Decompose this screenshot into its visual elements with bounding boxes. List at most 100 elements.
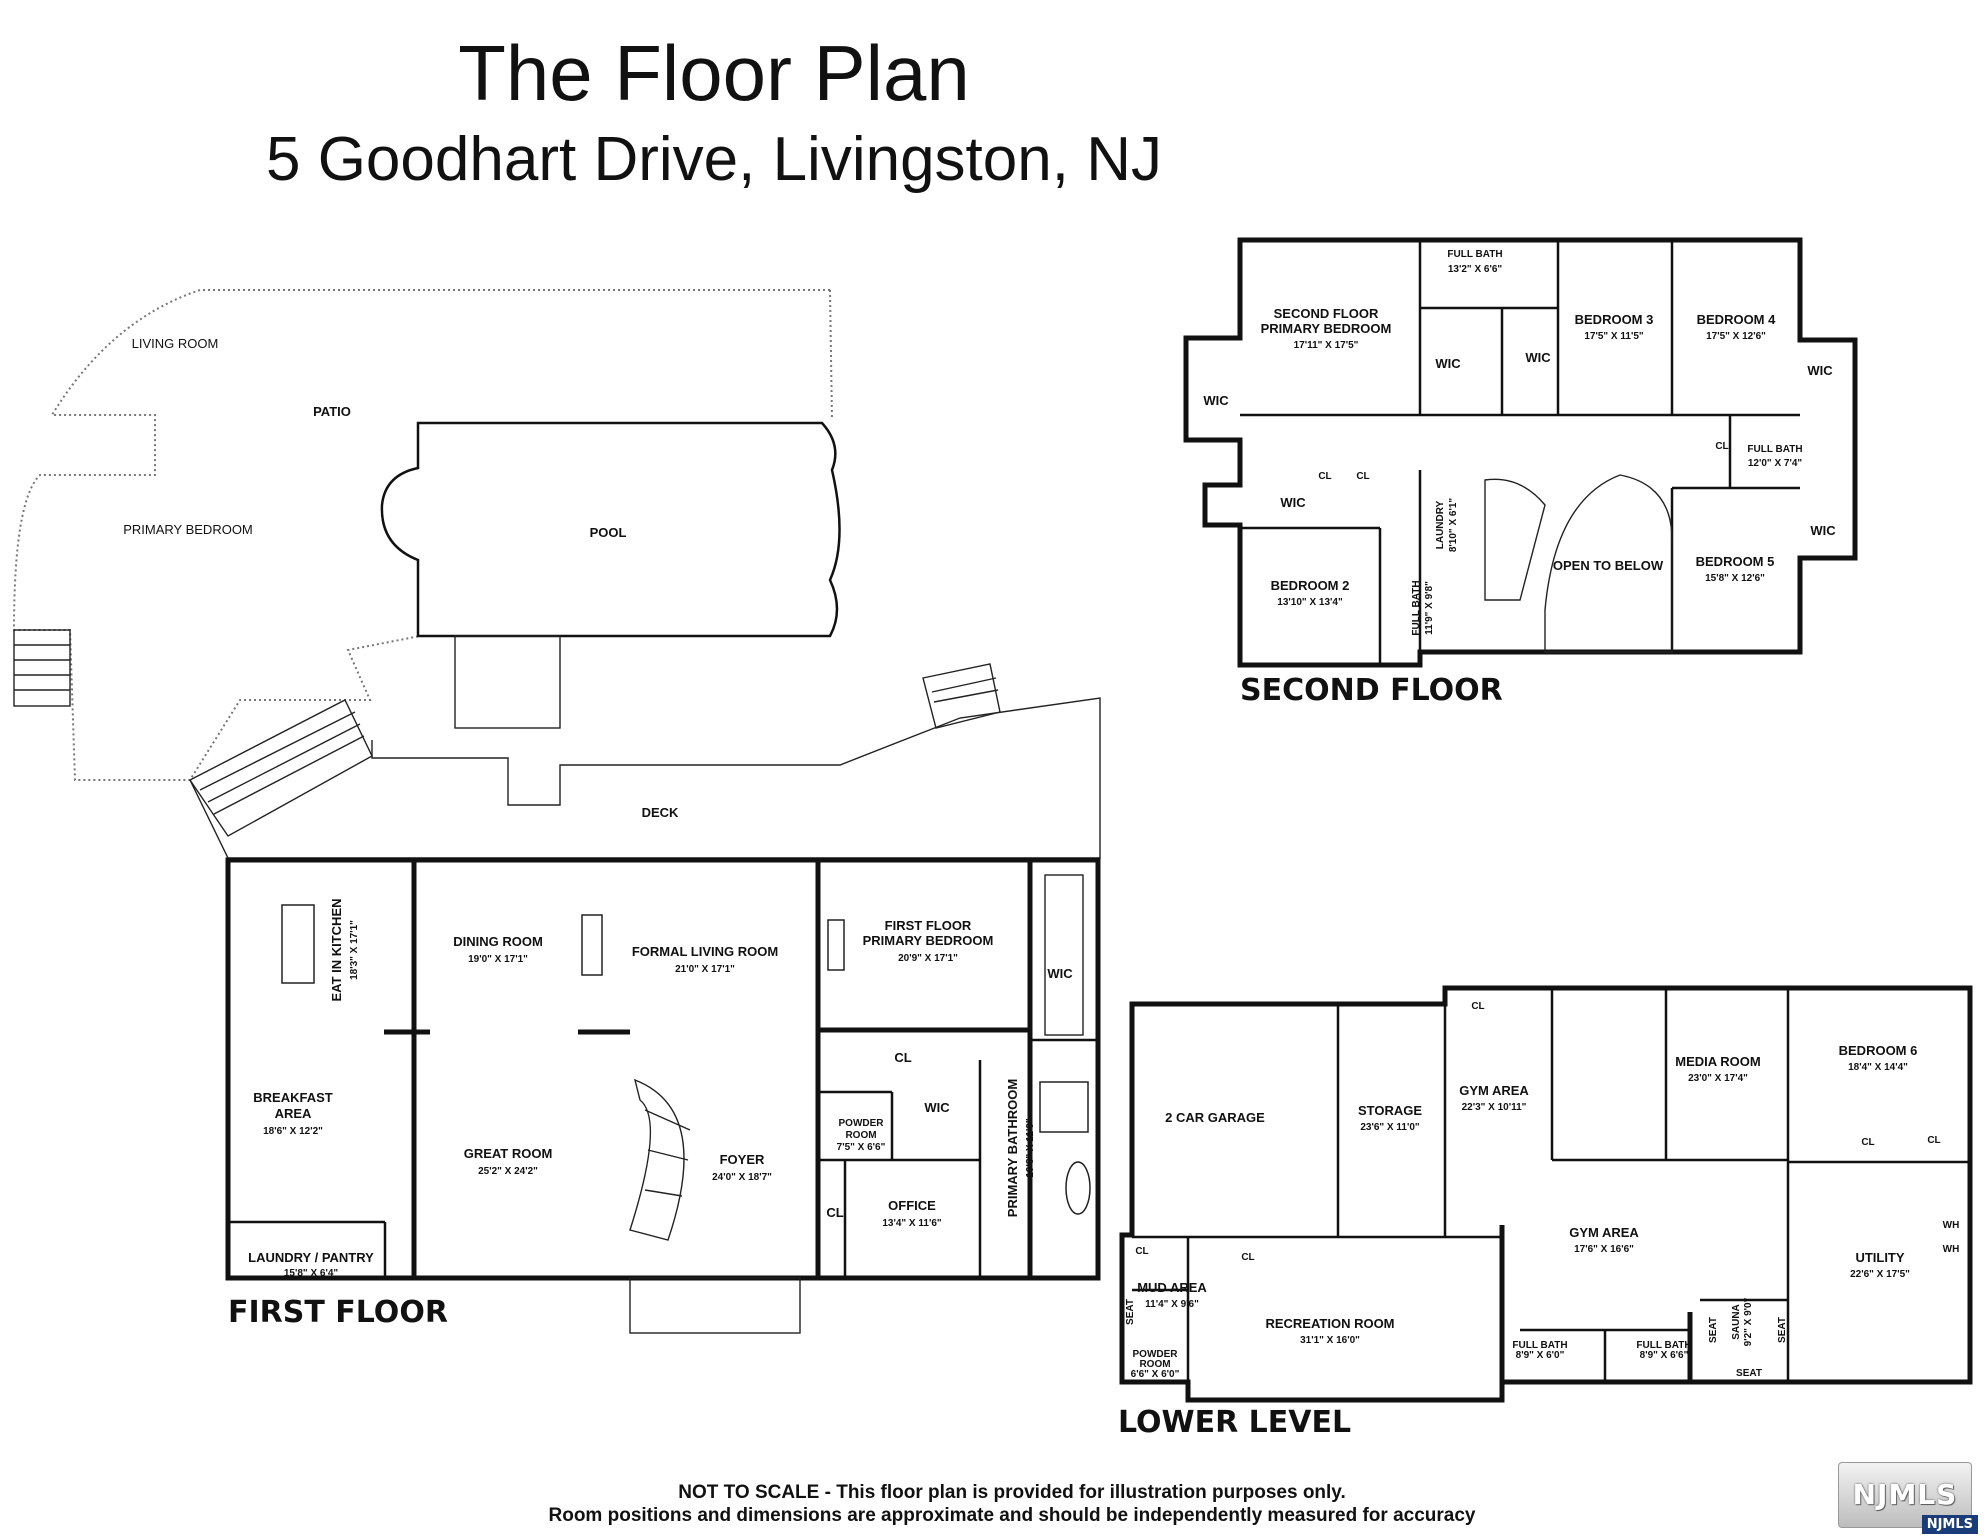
formal-living-room-label: FORMAL LIVING ROOM: [632, 944, 778, 959]
second-floor-cl-a: CL: [1318, 471, 1331, 482]
sauna-label: SAUNA: [1731, 1304, 1742, 1340]
second-floor-staircase: [1484, 478, 1546, 601]
bedroom-2-label: BEDROOM 2: [1271, 578, 1350, 593]
gym-area-2-label: GYM AREA: [1569, 1225, 1639, 1240]
sauna-seat-bottom-label: SEAT: [1736, 1368, 1762, 1379]
deck-stairs-left: [188, 699, 373, 837]
lower-full-bath-1-label: FULL BATH: [1512, 1340, 1567, 1351]
office-label: OFFICE: [888, 1198, 936, 1213]
bedroom-6-dim: 18'4" X 14'4": [1848, 1062, 1908, 1073]
full-bath-2-dim: 12'0" X 7'4": [1748, 458, 1803, 469]
second-floor-laundry-label: LAUNDRY: [1435, 500, 1446, 549]
second-floor-laundry-dim: 8'10" X 6'1": [1448, 498, 1459, 553]
gym-area-2-dim: 17'6" X 16'6": [1574, 1244, 1634, 1255]
njmls-logo-small: NJMLS: [1921, 1515, 1978, 1534]
primary-bathroom-label: PRIMARY BATHROOM: [1005, 1079, 1020, 1217]
lower-full-bath-2-dim: 8'9" X 6'6": [1640, 1350, 1689, 1361]
mud-seat-label: SEAT: [1125, 1299, 1136, 1325]
bedroom-3-label: BEDROOM 3: [1575, 312, 1654, 327]
first-floor-primary-label-2: PRIMARY BEDROOM: [863, 933, 994, 948]
lower-level-title: LOWER LEVEL: [1118, 1405, 1351, 1440]
page-title: The Floor Plan: [458, 29, 970, 117]
dining-room-label: DINING ROOM: [453, 934, 543, 949]
second-floor-plan: [1183, 237, 1858, 668]
first-floor-title: FIRST FLOOR: [228, 1295, 448, 1330]
dining-room-dim: 19'0" X 17'1": [468, 954, 528, 965]
patio-edge: [829, 289, 833, 421]
bedroom-5-dim: 15'8" X 12'6": [1705, 573, 1765, 584]
first-floor-primary-label-1: FIRST FLOOR: [885, 918, 972, 933]
great-room-label: GREAT ROOM: [464, 1146, 553, 1161]
first-floor-primary-dim: 20'9" X 17'1": [898, 953, 958, 964]
patio-stairs: [13, 629, 71, 707]
eat-in-kitchen-label: EAT IN KITCHEN: [329, 898, 344, 1001]
outdoor-living-room-label: LIVING ROOM: [132, 336, 219, 351]
lower-closet-e: CL: [1241, 1252, 1254, 1263]
lower-closet-b: CL: [1861, 1137, 1874, 1148]
office-dim: 13'4" X 11'6": [882, 1218, 942, 1229]
primary-bathroom-dim: 19'8" X 11'9": [1025, 1118, 1036, 1178]
second-floor-primary-dim: 17'11" X 17'5": [1294, 340, 1359, 351]
storage-dim: 23'6" X 11'0": [1360, 1122, 1420, 1133]
outdoor-primary-bedroom-label: PRIMARY BEDROOM: [123, 522, 253, 537]
disclaimer-line-1: NOT TO SCALE - This floor plan is provid…: [678, 1482, 1346, 1503]
gym-area-1-label: GYM AREA: [1459, 1083, 1529, 1098]
lower-closet-a: CL: [1471, 1001, 1484, 1012]
pool-outline: [380, 421, 841, 638]
foyer-staircase: [629, 1078, 685, 1241]
lower-full-bath-2-label: FULL BATH: [1636, 1340, 1691, 1351]
eat-in-kitchen-dim: 18'3" X 17'1": [349, 920, 360, 980]
first-floor-plan: [225, 857, 1101, 1334]
media-room-label: MEDIA ROOM: [1675, 1054, 1760, 1069]
njmls-logo: NJMLS NJMLS: [1838, 1462, 1978, 1534]
second-floor-wic-c: WIC: [1525, 350, 1551, 365]
laundry-pantry-label: LAUNDRY / PANTRY: [248, 1250, 374, 1265]
sauna-seat-left-label: SEAT: [1708, 1317, 1719, 1343]
first-floor-wic-label: WIC: [1047, 966, 1073, 981]
breakfast-area-label-1: BREAKFAST: [253, 1090, 333, 1105]
foyer-closet-label: CL: [826, 1205, 843, 1220]
second-floor-wic-e: WIC: [1280, 495, 1306, 510]
water-heater-2-label: WH: [1943, 1244, 1960, 1255]
laundry-pantry-dim: 15'8" X 6'4": [284, 1268, 339, 1279]
recreation-room-label: RECREATION ROOM: [1265, 1316, 1394, 1331]
bedroom-2-dim: 13'10" X 13'4": [1277, 597, 1343, 608]
breakfast-area-label-2: AREA: [275, 1106, 312, 1121]
full-bath-2-label: FULL BATH: [1747, 444, 1802, 455]
lower-closet-d: CL: [1135, 1246, 1148, 1257]
property-address: 5 Goodhart Drive, Livingston, NJ: [266, 125, 1162, 194]
second-floor-wic-d: WIC: [1807, 363, 1833, 378]
mud-area-dim: 11'4" X 9'6": [1145, 1299, 1199, 1310]
second-floor-cl-c: CL: [1715, 441, 1728, 452]
full-bath-1-dim: 13'2" X 6'6": [1448, 264, 1503, 275]
lower-powder-label-2: ROOM: [1139, 1359, 1170, 1370]
disclaimer-line-2: Room positions and dimensions are approx…: [549, 1505, 1476, 1526]
full-bath-3-label: FULL BATH: [1411, 580, 1422, 635]
first-floor-closet-label: CL: [894, 1050, 911, 1065]
breakfast-area-dim: 18'6" X 12'2": [263, 1126, 323, 1137]
full-bath-3-dim: 11'9" X 9'8": [1424, 581, 1435, 635]
garage-label: 2 CAR GARAGE: [1165, 1110, 1265, 1125]
powder-room-label-1: POWDER: [839, 1118, 885, 1129]
lower-level-plan: [1119, 985, 1973, 1403]
lower-full-bath-1-dim: 8'9" X 6'0": [1516, 1350, 1565, 1361]
utility-label: UTILITY: [1855, 1250, 1904, 1265]
bedroom-5-label: BEDROOM 5: [1696, 554, 1775, 569]
second-floor-wic-b: WIC: [1435, 356, 1461, 371]
open-to-below-curve: [1544, 474, 1673, 653]
recreation-room-dim: 31'1" X 16'0": [1300, 1335, 1360, 1346]
sauna-dim: 9'2" X 9'0": [1743, 1297, 1754, 1346]
second-floor-cl-b: CL: [1356, 471, 1369, 482]
sauna-seat-right-label: SEAT: [1777, 1317, 1788, 1343]
deck-label: DECK: [642, 805, 679, 820]
bedroom-6-label: BEDROOM 6: [1839, 1043, 1918, 1058]
media-room-dim: 23'0" X 17'4": [1688, 1073, 1748, 1084]
foyer-dim: 24'0" X 18'7": [712, 1172, 772, 1183]
powder-room-label-2: ROOM: [845, 1130, 876, 1141]
deck-outline: [189, 697, 1101, 859]
utility-dim: 22'6" X 17'5": [1850, 1269, 1910, 1280]
storage-label: STORAGE: [1358, 1103, 1422, 1118]
lower-closet-c: CL: [1927, 1135, 1940, 1146]
mud-area-label: MUD AREA: [1137, 1280, 1207, 1295]
